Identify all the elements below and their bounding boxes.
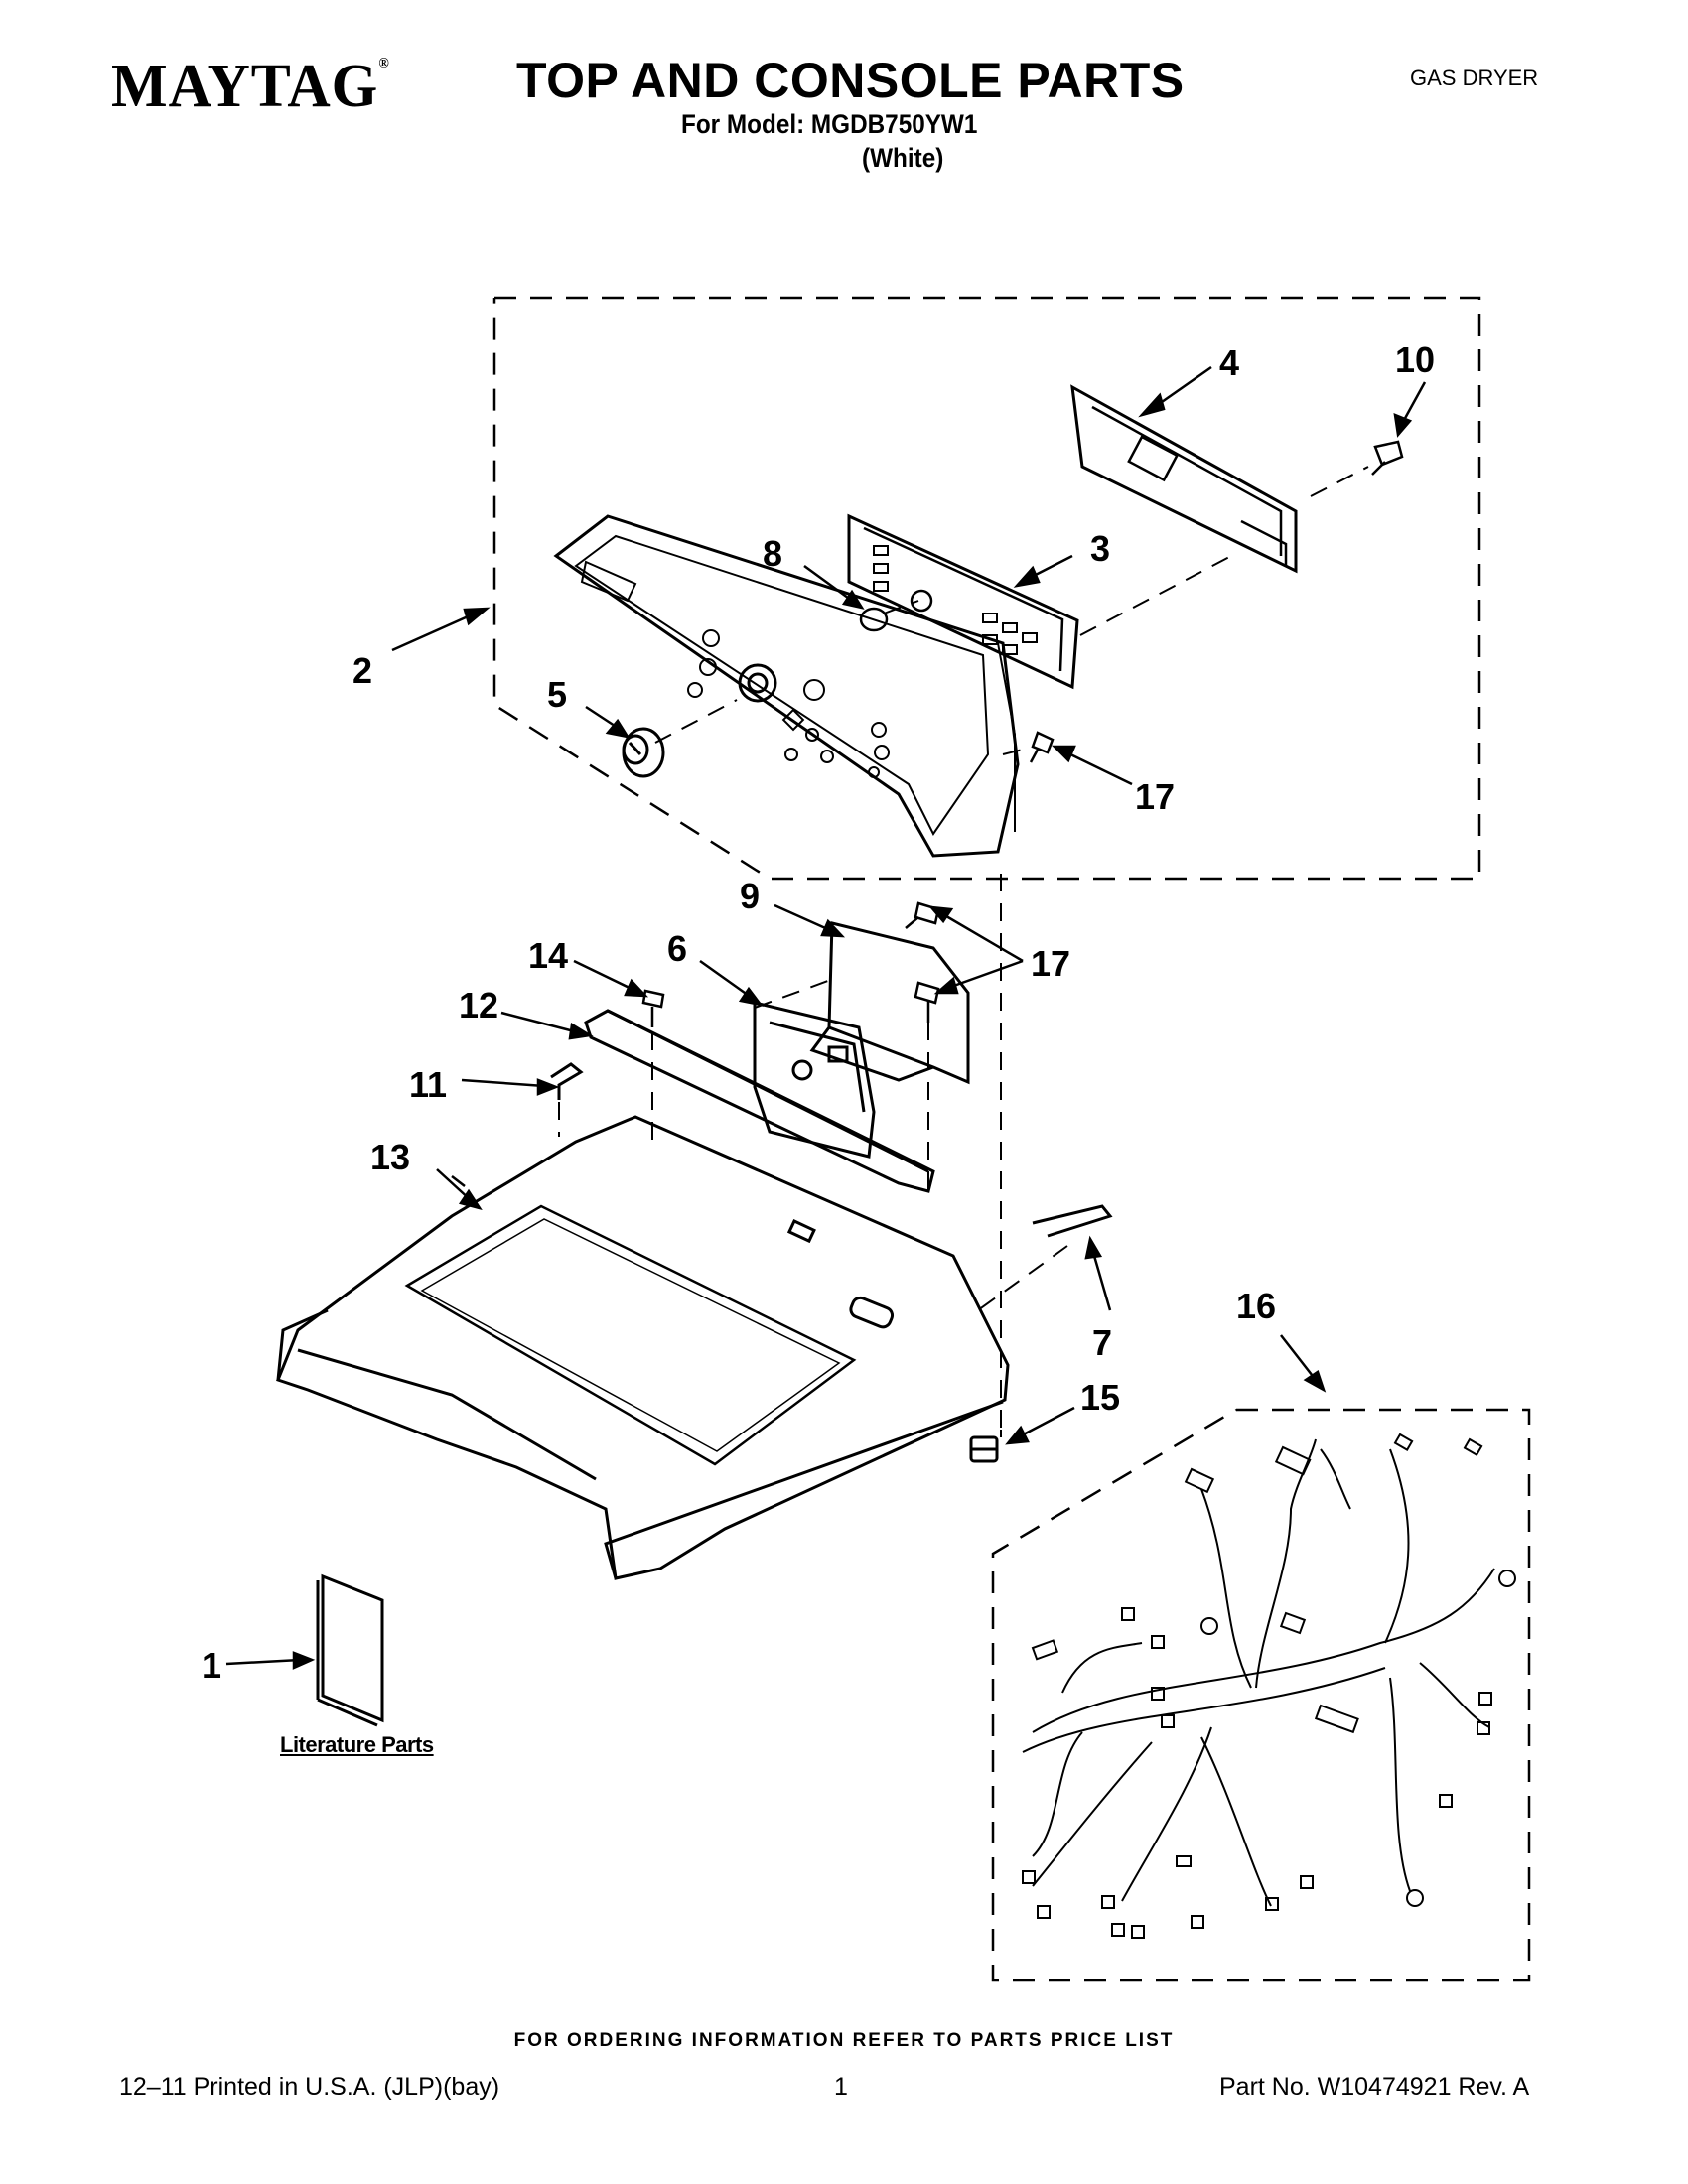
callout-12: 12: [459, 985, 498, 1025]
screw-part: [1371, 440, 1404, 476]
model-color: (White): [862, 143, 944, 173]
top-screw: [641, 989, 665, 1027]
part-number: Part No. W10474921 Rev. A: [1219, 2073, 1530, 2101]
callout-16: 16: [1236, 1286, 1276, 1326]
callout-5: 5: [547, 674, 567, 715]
callout-1: 1: [202, 1645, 221, 1686]
wire-harness: [1022, 1433, 1516, 1939]
retaining-clip: [550, 1062, 584, 1100]
cord-plug: [969, 1435, 999, 1463]
callout-11: 11: [409, 1064, 447, 1105]
hood-rail: [584, 1009, 935, 1193]
assembly-guide-lines: [558, 466, 1369, 1437]
brand-name: MAYTAG: [111, 51, 379, 120]
console-panel: [553, 514, 1020, 858]
ordering-note: FOR ORDERING INFORMATION REFER TO PARTS …: [513, 2030, 1175, 2051]
product-type: GAS DRYER: [1410, 66, 1539, 90]
literature-parts-label: Literature Parts: [280, 1732, 434, 1757]
dryer-top-panel: [276, 1115, 1010, 1580]
console-screw: [1029, 731, 1055, 763]
callout-17-bracket: 17: [1031, 943, 1070, 984]
callout-leaders: [225, 365, 1427, 1670]
callout-17-console: 17: [1135, 776, 1175, 817]
bracket-screw: [905, 901, 940, 1023]
page-number: 1: [834, 2073, 848, 2101]
registered-mark: ®: [378, 56, 390, 72]
mounting-bracket: [809, 921, 970, 1085]
knob-seal: [859, 607, 889, 632]
callout-3: 3: [1090, 528, 1110, 569]
callout-9: 9: [740, 876, 760, 916]
callout-labels: 1 2 3 4 5 6 7 8 9 10 11 12 13 14 15 16 1…: [202, 340, 1435, 1686]
page-title: TOP AND CONSOLE PARTS: [516, 53, 1185, 108]
side-clip: [1032, 1204, 1113, 1238]
callout-15: 15: [1080, 1377, 1120, 1418]
literature-booklet: [316, 1573, 384, 1727]
callout-6: 6: [667, 928, 687, 969]
brand-logo: MAYTAG®: [111, 50, 390, 121]
electronic-control-module: [753, 1001, 876, 1159]
callout-2: 2: [352, 650, 372, 691]
model-number: For Model: MGDB750YW1: [681, 109, 978, 139]
console-rear-bracket: [1070, 384, 1298, 574]
callout-14: 14: [528, 935, 568, 976]
ui-control-board: [847, 513, 1079, 690]
print-info: 12–11 Printed in U.S.A. (JLP)(bay): [119, 2073, 500, 2101]
harness-group-boundary: [991, 1408, 1531, 1982]
control-knob: [622, 727, 665, 778]
callout-10: 10: [1395, 340, 1435, 380]
callout-13: 13: [370, 1137, 410, 1177]
callout-8: 8: [763, 533, 782, 574]
callout-7: 7: [1092, 1322, 1112, 1363]
callout-4: 4: [1219, 342, 1239, 383]
console-group-boundary: [492, 296, 1481, 881]
